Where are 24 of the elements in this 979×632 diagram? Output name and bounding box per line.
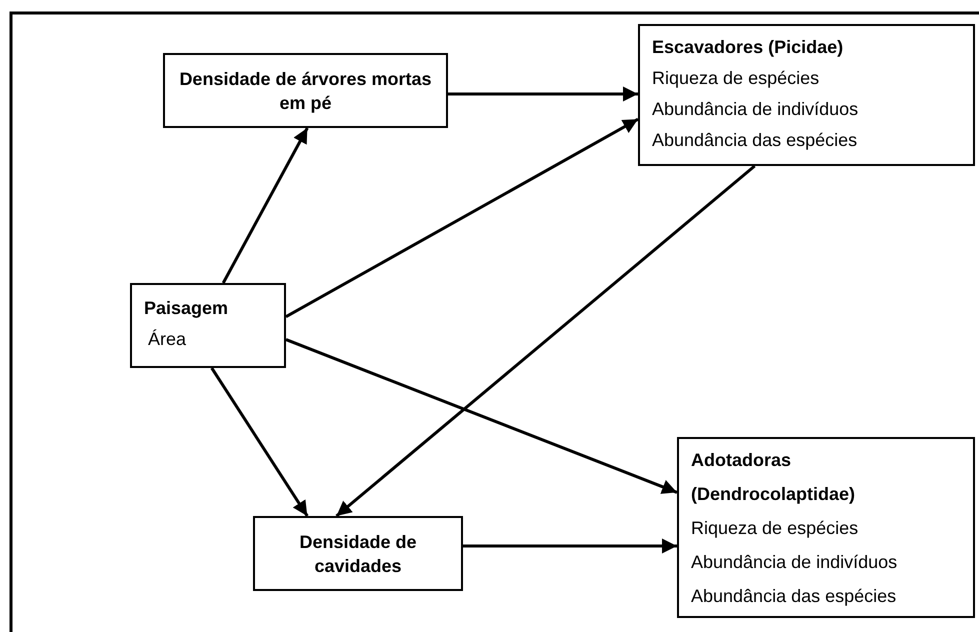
arrow — [210, 367, 309, 517]
variable-text: Riqueza de espécies — [691, 517, 860, 540]
arrow — [222, 127, 309, 284]
variable-text: Abundância de indivíduos — [652, 98, 860, 121]
node-label: Densidade de árvores mortas em pé — [178, 68, 433, 115]
text-box — [163, 53, 448, 128]
variable-text: Área — [147, 328, 188, 351]
arrow — [336, 164, 756, 518]
node-label: Densidade de cavidades — [298, 531, 418, 578]
heading: Adotadoras (Dendrocolaptidae) — [691, 449, 856, 506]
text-box — [638, 24, 975, 166]
text-box — [130, 283, 286, 368]
variable-text: Abundância das espécies — [652, 129, 858, 152]
variable-text: Abundância de indivíduos — [691, 551, 898, 574]
variable-text: Riqueza de espécies — [652, 67, 820, 90]
arrow — [463, 538, 677, 554]
arrow — [285, 338, 678, 494]
text-box — [253, 516, 463, 591]
variable-text: Abundância das espécies — [691, 585, 898, 608]
arrow — [285, 118, 639, 318]
arrow — [448, 86, 638, 102]
text-box — [677, 437, 975, 618]
heading: Paisagem — [144, 297, 230, 320]
heading: Escavadores (Picidae) — [652, 36, 844, 59]
